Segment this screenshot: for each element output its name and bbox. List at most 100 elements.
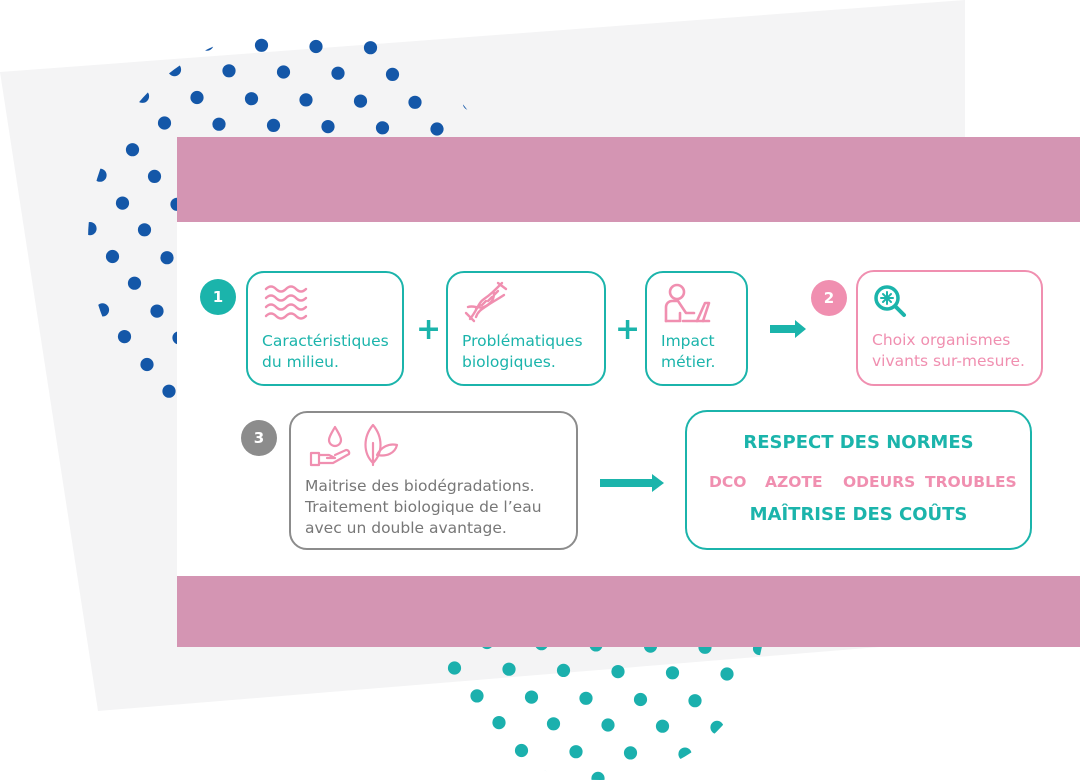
pattern-dot <box>559 18 572 31</box>
pattern-dot <box>385 67 400 81</box>
pattern-dot <box>11 462 24 475</box>
costs-title: MAÎTRISE DES COÛTS <box>749 504 968 525</box>
pattern-dot <box>742 695 757 709</box>
pattern-dot <box>435 768 442 780</box>
pattern-dot <box>331 66 345 80</box>
pattern-dot <box>829 670 842 683</box>
pattern-dot <box>363 41 378 55</box>
pattern-dot <box>31 356 44 369</box>
pattern-dot <box>140 357 154 372</box>
pattern-dot <box>645 773 660 780</box>
pattern-dot <box>502 662 516 676</box>
step-2-badge: 2 <box>811 280 847 316</box>
pattern-dot <box>447 661 462 675</box>
pattern-dot <box>430 122 444 136</box>
pattern-dot <box>524 690 539 704</box>
pattern-dot <box>460 742 474 756</box>
pattern-dot <box>775 669 788 682</box>
dna-icon <box>464 281 508 323</box>
pattern-dot <box>492 716 506 730</box>
pattern-dot <box>21 409 34 422</box>
step-3-badge: 3 <box>241 420 277 456</box>
pattern-dot <box>546 717 561 731</box>
pattern-dot <box>482 769 496 780</box>
step-3-label: Maitrise des biodégradations. Traitement… <box>305 477 542 537</box>
result-box: RESPECT DES NORMES DCO AZOTE ODEURS TROU… <box>685 410 1032 550</box>
step-1-label-milieu: Caractéristiques du milieu. <box>262 332 389 371</box>
pattern-dot <box>145 36 160 50</box>
pattern-dot <box>123 8 136 21</box>
step-2-box: Choix organismes vivants sur-mesure. <box>856 270 1043 386</box>
pattern-dot <box>470 689 484 703</box>
pattern-dot <box>633 692 648 707</box>
pattern-dot <box>787 750 800 763</box>
pattern-dot <box>147 169 162 183</box>
plus-sign-1: + <box>416 312 442 347</box>
pattern-dot <box>222 64 236 78</box>
pattern-dot <box>88 222 97 236</box>
step-1-label-metier: Impact métier. <box>661 332 716 371</box>
norms-title: RESPECT DES NORMES <box>743 432 974 453</box>
pattern-dot <box>437 714 452 729</box>
pattern-dot <box>373 767 386 780</box>
pattern-dot <box>623 746 638 760</box>
pattern-dot <box>396 14 409 27</box>
pattern-dot <box>536 770 551 780</box>
pattern-dot <box>556 663 571 678</box>
pattern-dot <box>655 719 670 733</box>
pattern-dot <box>105 249 120 264</box>
pattern-dot <box>212 117 226 131</box>
pattern-dot <box>351 740 364 753</box>
norm-item-azote: AZOTE <box>765 473 823 491</box>
pattern-dot <box>127 276 142 290</box>
microscope-search-icon <box>874 285 906 317</box>
pattern-dot <box>299 93 313 107</box>
pattern-dot <box>797 697 810 710</box>
pattern-dot <box>504 28 512 30</box>
pattern-dot <box>601 718 615 732</box>
pattern-dot <box>125 143 140 157</box>
pattern-dot <box>569 745 583 759</box>
bottom-band <box>177 576 1080 647</box>
pattern-dot <box>150 304 164 318</box>
arrow-to-step-2 <box>770 320 806 338</box>
pattern-dot <box>178 10 191 23</box>
pattern-dot <box>232 11 245 24</box>
norm-item-odeurs: ODEURS <box>843 473 916 491</box>
pattern-dot <box>276 65 291 79</box>
pattern-dot <box>764 722 765 736</box>
hand-drop-icon <box>309 425 351 467</box>
pattern-dot <box>91 35 105 49</box>
pattern-dot <box>450 28 464 29</box>
plus-sign-2: + <box>615 312 641 347</box>
pattern-dot <box>341 13 354 26</box>
pattern-dot <box>720 667 734 681</box>
pattern-dot <box>710 720 724 735</box>
pattern-dot <box>579 691 593 705</box>
pattern-dot <box>137 223 152 237</box>
person-laptop-icon <box>664 283 711 323</box>
pattern-dot <box>43 436 56 449</box>
pattern-dot <box>160 251 174 265</box>
pattern-dot <box>244 92 259 106</box>
pattern-dot <box>514 743 529 758</box>
pattern-dot <box>406 742 419 755</box>
step-1-label-biologiques: Problématiques biologiques. <box>462 332 583 371</box>
pattern-dot <box>162 384 176 398</box>
top-band <box>177 137 1080 222</box>
step-1-box-biologiques: Problématiques biologiques. <box>446 271 606 386</box>
pattern-dot <box>287 12 300 25</box>
pattern-dot <box>591 771 605 780</box>
pattern-dot <box>688 694 702 708</box>
pattern-dot <box>732 748 747 762</box>
pattern-dot <box>200 37 214 51</box>
arrow-to-result <box>600 474 664 492</box>
pattern-dot <box>117 330 132 344</box>
norm-item-troubles: TROUBLES <box>925 473 1017 491</box>
pattern-dot <box>157 116 172 130</box>
pattern-dot <box>375 121 390 135</box>
pattern-dot <box>809 777 822 781</box>
pattern-dot <box>321 120 335 134</box>
pattern-dot <box>309 39 323 54</box>
pattern-dot <box>611 665 625 679</box>
